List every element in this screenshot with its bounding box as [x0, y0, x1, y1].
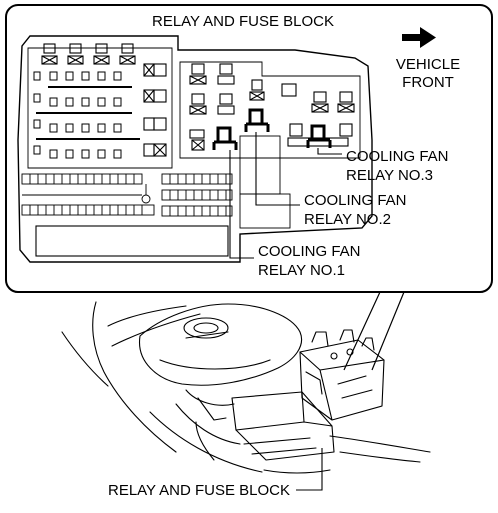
relay2-label-line1: COOLING FAN — [304, 192, 407, 209]
relay1-label-line2: RELAY NO.1 — [258, 262, 345, 279]
arrow-right-icon — [402, 27, 436, 48]
right-lower-blocks — [239, 135, 291, 229]
vehicle-front-label-line1: VEHICLE — [396, 56, 460, 73]
bottom-label: RELAY AND FUSE BLOCK — [108, 482, 290, 499]
leader-lines — [229, 132, 342, 259]
relay3-label-line2: RELAY NO.3 — [346, 167, 433, 184]
mini-fuse-strips — [21, 173, 233, 217]
vehicle-front-label-line2: FRONT — [402, 74, 454, 91]
cooling-fan-relay-no3 — [306, 124, 332, 148]
main-fuse-block — [35, 225, 229, 257]
bottom-label-leader — [296, 448, 323, 491]
left-top-relays — [41, 43, 136, 65]
panel-title: RELAY AND FUSE BLOCK — [152, 13, 334, 30]
right-relay-section — [179, 61, 361, 159]
cooling-fan-relay-no2 — [244, 108, 270, 132]
left-relay-section — [27, 47, 173, 169]
left-side-relays — [143, 63, 167, 157]
relay1-label-line1: COOLING FAN — [258, 243, 361, 260]
callout-pointer-lines — [343, 291, 405, 371]
cooling-fan-relay-no1 — [212, 126, 238, 150]
left-fuse-rows — [33, 71, 140, 159]
relay2-label-line2: RELAY NO.2 — [304, 211, 391, 228]
relay3-label-line1: COOLING FAN — [346, 148, 449, 165]
engine-compartment-illustration — [61, 301, 431, 474]
fuse-block-outline — [17, 35, 373, 263]
right-relays — [189, 63, 355, 151]
